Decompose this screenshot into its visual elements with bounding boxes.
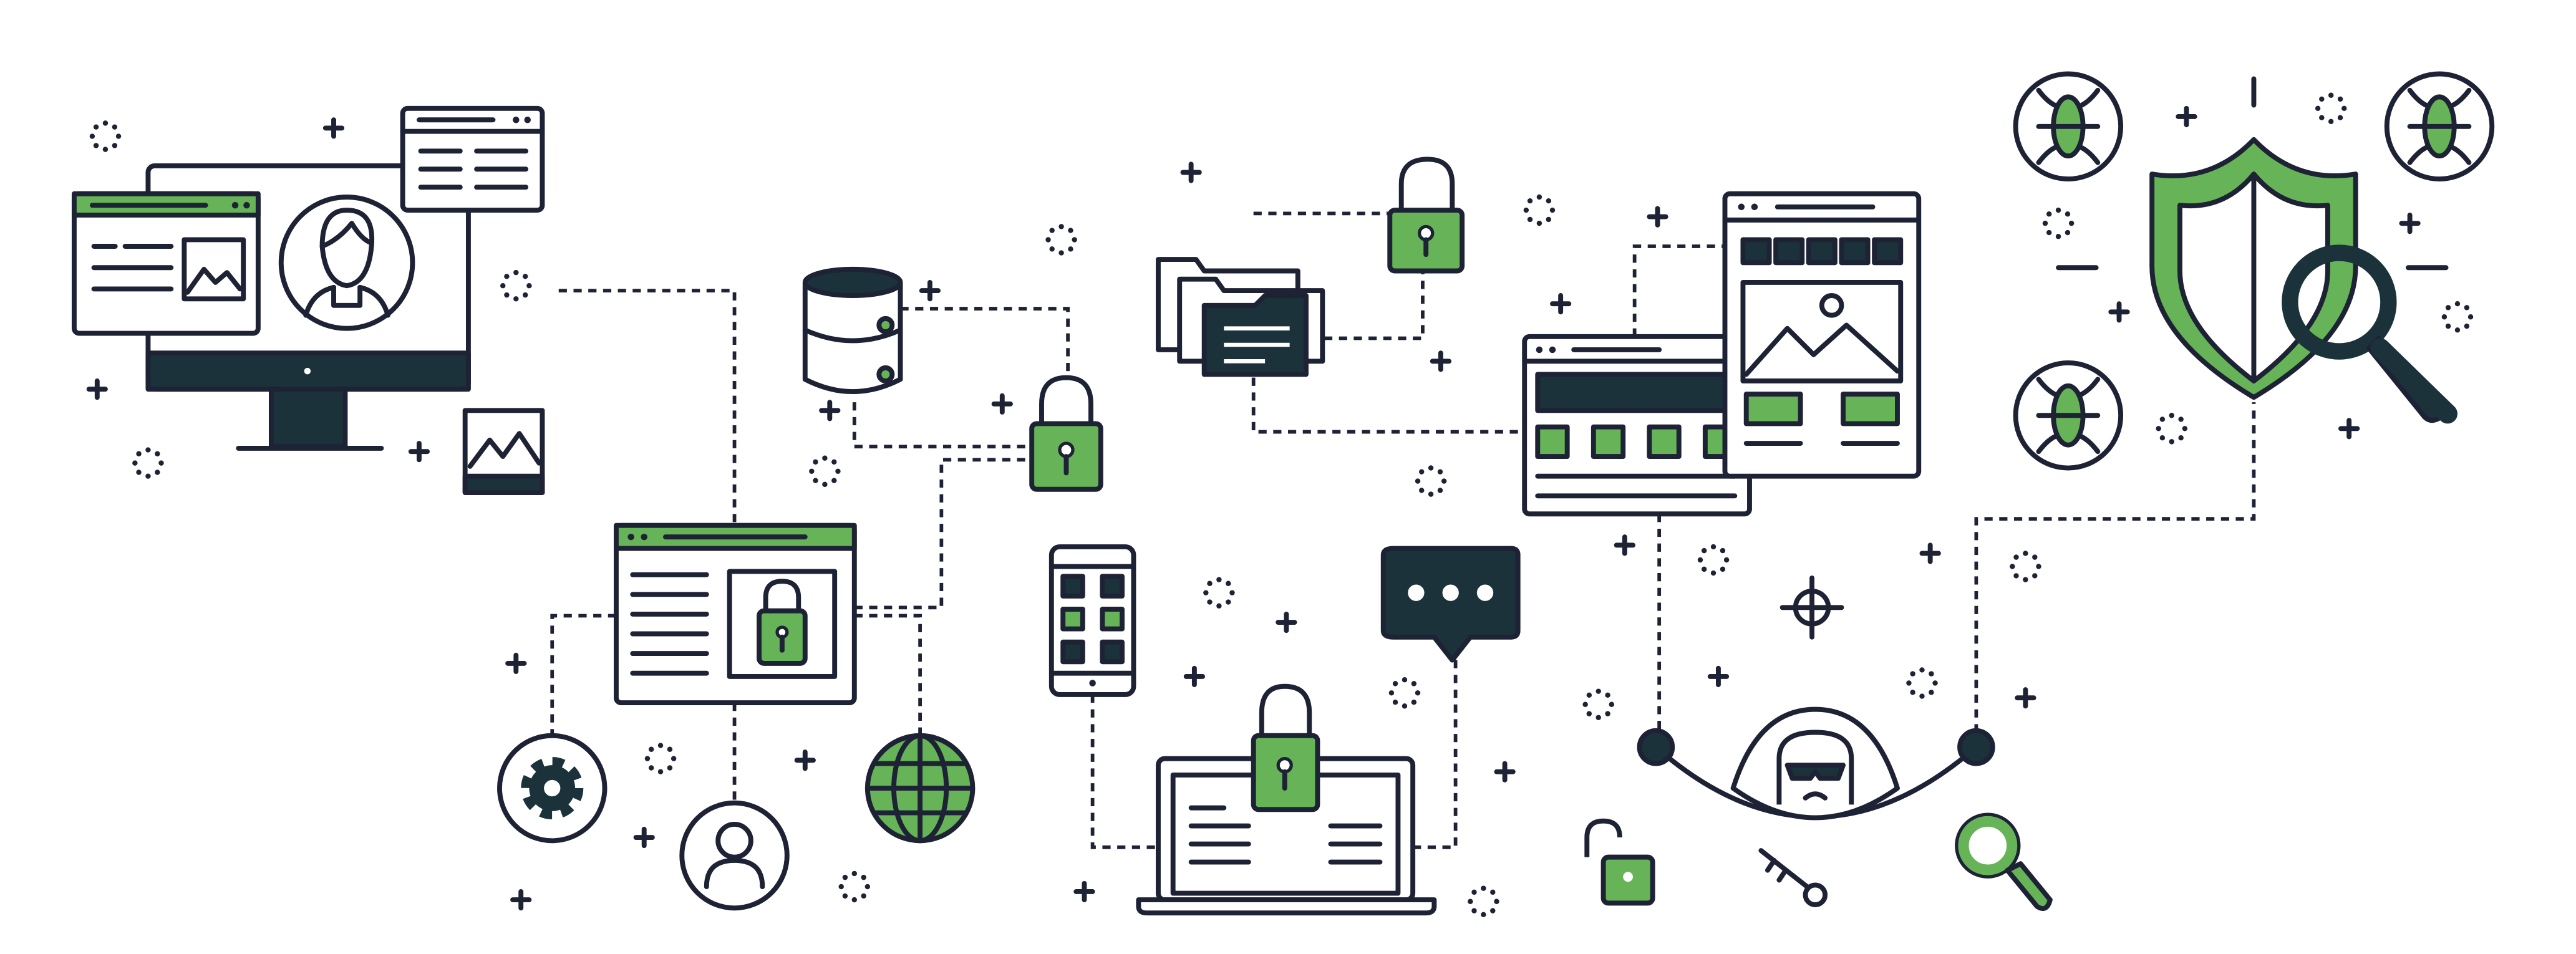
sparkle-ring-icon: [89, 120, 122, 152]
gear-icon: [497, 733, 608, 844]
sparkle-ring-icon: [2156, 413, 2188, 445]
browser-window-icon: [1522, 334, 1752, 517]
unlocked-padlock-icon: [1584, 818, 1655, 906]
plus-sparkle-icon: [2338, 418, 2360, 440]
plus-sparkle-icon: [322, 117, 345, 139]
sparkle-ring-icon: [1388, 677, 1421, 709]
smartphone-icon: [1048, 544, 1136, 697]
plus-sparkle-icon: [2176, 105, 2197, 128]
sparkle-ring-icon: [644, 743, 677, 774]
plus-sparkle-icon: [1430, 350, 1452, 372]
plus-sparkle-icon: [819, 400, 841, 422]
magnifier-icon: [2282, 244, 2457, 424]
plus-sparkle-icon: [1550, 293, 1572, 315]
plus-sparkle-icon: [1494, 761, 1516, 783]
globe-icon: [864, 733, 976, 844]
folder-icon: [1156, 257, 1325, 377]
sparkle-ring-icon: [500, 269, 532, 302]
plus-sparkle-icon: [1919, 542, 1941, 564]
plus-sparkle-icon: [1614, 534, 1635, 556]
sparkle-ring-icon: [1203, 577, 1235, 609]
sparkle-ring-icon: [1468, 885, 1499, 918]
sparkle-ring-icon: [2010, 551, 2041, 582]
sparkle-ring-icon: [2441, 301, 2474, 333]
plus-sparkle-icon: [1183, 665, 1206, 688]
sparkle-ring-icon: [1582, 688, 1614, 721]
sparkle-ring-icon: [1523, 194, 1556, 226]
sparkle-ring-icon: [1045, 224, 1077, 256]
sparkle-ring-icon: [2042, 207, 2075, 239]
magnifier-icon: [1955, 812, 2053, 912]
crosshair-icon: [1779, 576, 1844, 640]
browser-window-icon: [1722, 191, 1922, 479]
sparkle-ring-icon: [1415, 465, 1447, 497]
plus-sparkle-icon: [1647, 206, 1668, 228]
padlock-icon: [1029, 375, 1103, 492]
user-avatar-icon: [278, 195, 415, 331]
plus-sparkle-icon: [2108, 301, 2130, 323]
plus-sparkle-icon: [1180, 161, 1202, 183]
bug-icon: [2013, 360, 2124, 471]
sparkle-ring-icon: [1906, 667, 1938, 699]
plus-sparkle-icon: [633, 826, 655, 849]
image-icon: [462, 408, 545, 495]
key-icon: [1758, 848, 1828, 907]
plus-sparkle-icon: [2015, 687, 2036, 709]
laptop-icon: [1136, 756, 1437, 916]
plus-sparkle-icon: [86, 378, 108, 400]
plus-sparkle-icon: [1073, 880, 1095, 903]
hacker-icon: [1637, 706, 1995, 821]
plus-sparkle-icon: [1276, 611, 1297, 634]
padlock-icon: [1251, 683, 1320, 812]
sparkle-ring-icon: [1697, 544, 1730, 576]
plus-sparkle-icon: [505, 652, 527, 675]
browser-window-icon: [71, 191, 261, 336]
plus-sparkle-icon: [1707, 665, 1730, 688]
chat-bubble-icon: [1380, 546, 1521, 663]
plus-sparkle-icon: [991, 393, 1013, 415]
sparkle-ring-icon: [838, 870, 871, 903]
sparkle-ring-icon: [2315, 92, 2347, 125]
decorations: [86, 92, 2474, 918]
sparkle-ring-icon: [132, 447, 164, 479]
plus-sparkle-icon: [510, 889, 532, 911]
plus-sparkle-icon: [408, 441, 430, 463]
secure-browser-icon: [613, 523, 857, 706]
plus-sparkle-icon: [794, 749, 816, 771]
sparkle-ring-icon: [809, 455, 841, 488]
plus-sparkle-icon: [2399, 213, 2421, 234]
bug-icon: [2384, 71, 2495, 181]
plus-sparkle-icon: [919, 279, 941, 302]
browser-window-icon: [400, 105, 545, 213]
database-icon: [802, 266, 903, 394]
padlock-icon: [1387, 157, 1465, 274]
bug-icon: [2013, 71, 2124, 181]
user-icon: [679, 800, 790, 911]
dashed-connectors: [550, 211, 2256, 849]
